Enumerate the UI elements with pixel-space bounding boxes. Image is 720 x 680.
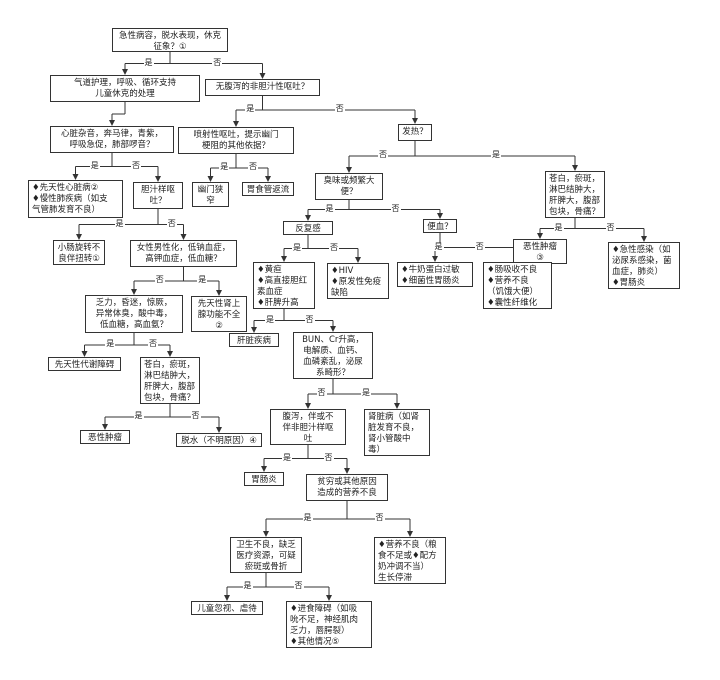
node-n7: ♦先天性心脏病② ♦慢性肺疾病（如支 气管肺发育不良） bbox=[28, 180, 123, 218]
edge-label-n23-n27: 是 bbox=[105, 339, 116, 348]
node-n26: BUN、Cr升高， 电解质、血钙、 血磷紊乱，泌尿 系畸形？ bbox=[293, 332, 373, 379]
node-n3: 无腹泻的非胆汁性呕吐？ bbox=[205, 79, 320, 96]
node-n20: ♦HIV ♦原发性免疫 缺陷 bbox=[327, 263, 389, 299]
node-n31: 恶性肿瘤 bbox=[80, 430, 130, 444]
node-n17: 恶性肿瘤 ③ bbox=[513, 239, 567, 264]
edge-label-n3-n6: 否 bbox=[334, 104, 345, 113]
node-n33: 胃肠炎 bbox=[244, 472, 284, 486]
edge-label-n1-n2: 是 bbox=[143, 57, 154, 67]
node-n24: 先天性肾上 腺功能不全 ② bbox=[191, 296, 247, 332]
node-n13: 小肠旋转不 良伴扭转① bbox=[53, 240, 105, 265]
node-n22: ♦肠吸收不良 ♦营养不良 （饥饿大便） ♦囊性纤维化 bbox=[483, 262, 552, 309]
node-n16: 便血？ bbox=[423, 219, 457, 233]
node-n8: 胆汁样呕 吐？ bbox=[133, 182, 183, 209]
edge-label-n15-n19: 是 bbox=[292, 242, 302, 252]
node-n28: 苍白，瘀斑， 淋巴结肿大， 肝脾大，腹部 包块，骨痛？ bbox=[140, 357, 200, 404]
edge-label-n35-n38: 否 bbox=[293, 581, 304, 590]
node-n30: 肾脏病（如肾 脏发育不良， 肾小管酸中 毒） bbox=[364, 409, 430, 456]
node-n38: ♦进食障碍（如吸 吮不足，神经肌肉 乏力，唇腭裂） ♦其他情况⑤ bbox=[286, 601, 372, 648]
edge-label-n14-n24: 是 bbox=[197, 275, 208, 284]
edge-label-n26-n30: 是 bbox=[361, 388, 371, 397]
node-n34: 贫穷或其他原因 造成的营养不良 bbox=[306, 474, 388, 501]
node-n21: ♦牛奶蛋白过敏 ♦细菌性胃肠炎 bbox=[397, 262, 473, 287]
edge-label-n8-n14: 否 bbox=[166, 218, 177, 228]
node-n23: 乏力，昏迷，惊厥， 异常体臭，酸中毒， 低血糖，高血氨？ bbox=[85, 295, 183, 333]
node-n5: 喷射性呕吐，提示幽门 梗阻的其他依据？ bbox=[178, 127, 294, 154]
edge-label-n12-n17: 是 bbox=[553, 222, 564, 232]
node-n18: ♦急性感染（如 泌尿系感染，菌 血症，肺炎） ♦胃肠炎 bbox=[608, 242, 680, 289]
edge-label-n1-n3: 否 bbox=[212, 57, 223, 67]
node-n29: 腹泻，伴或不 伴非胆汁样呕 吐 bbox=[270, 409, 346, 445]
edge-label-n12-n18: 否 bbox=[605, 222, 616, 232]
edge-label-n23-n28: 否 bbox=[148, 339, 158, 348]
edge-label-n4-n7: 是 bbox=[89, 160, 100, 170]
edge-label-n11-n16: 否 bbox=[390, 203, 401, 213]
edge-label-n6-n11: 否 bbox=[378, 150, 388, 159]
node-n6: 发热？ bbox=[398, 124, 432, 141]
node-n27: 先天性代谢障碍 bbox=[48, 357, 121, 371]
edge-label-n16-n21: 是 bbox=[433, 241, 444, 251]
node-n37: 儿童忽视、虐待 bbox=[191, 601, 263, 615]
node-n9: 幽门狭窄 ② bbox=[192, 182, 229, 207]
edge-label-n34-n36: 否 bbox=[374, 513, 385, 522]
edge-label-n3-n5: 是 bbox=[245, 104, 256, 113]
edge-label-n28-n32: 否 bbox=[190, 411, 201, 420]
edge-label-n28-n31: 是 bbox=[133, 411, 144, 420]
node-n4: 心脏杂音，奔马律，青紫， 呼吸急促，肺部啰音？ bbox=[50, 126, 174, 153]
edge-label-n19-n26: 否 bbox=[304, 314, 315, 324]
edge-label-n16-n22: 否 bbox=[474, 241, 485, 251]
node-n14: 女性男性化，低钠血症， 高钾血症，低血糖？ bbox=[130, 240, 237, 267]
edge-label-n8-n13: 是 bbox=[114, 218, 125, 228]
edge-label-n19-n25: 是 bbox=[265, 314, 275, 324]
node-n35: 卫生不良，缺乏 医疗资源，可疑 瘀斑或骨折 bbox=[230, 537, 302, 573]
edge-label-n35-n37: 是 bbox=[242, 581, 253, 590]
edge-label-n34-n35: 是 bbox=[302, 513, 313, 522]
edge-label-n15-n20: 否 bbox=[329, 242, 339, 252]
node-n2: 气道护理，呼吸、循环支持 儿童休克的处理 bbox=[50, 75, 200, 102]
edge-label-n29-n33: 是 bbox=[282, 452, 292, 462]
edge-label-n4-n8: 否 bbox=[131, 160, 141, 170]
node-n19: ♦黄疸 ♦高直接胆红 素血症 ♦肝脾升高 bbox=[253, 262, 315, 309]
node-n11: 臭味或频繁大 便？ bbox=[315, 173, 383, 200]
node-n10: 胃食管返流 bbox=[242, 182, 294, 196]
edge-label-n6-n12: 是 bbox=[491, 150, 501, 159]
edge-label-n14-n23: 否 bbox=[154, 275, 165, 284]
node-n1: 急性病容，脱水表现，休克征象？① bbox=[112, 28, 228, 52]
node-n25: 肝脏疾病 bbox=[229, 333, 279, 347]
edge-label-n26-n29: 否 bbox=[316, 388, 327, 397]
edge-label-n5-n9: 是 bbox=[219, 162, 230, 171]
node-n32: 脱水（不明原因）④ bbox=[176, 433, 262, 447]
edge-label-n29-n34: 否 bbox=[323, 452, 334, 462]
node-n15: 反复感染？ bbox=[283, 221, 333, 235]
edge-label-n5-n10: 否 bbox=[248, 162, 258, 171]
node-n36: ♦营养不良（粮 食不足或♦配方 奶冲调不当） 生长停滞 bbox=[374, 537, 446, 584]
node-n12: 苍白，瘀斑， 淋巴结肿大， 肝脾大，腹部 包块，骨痛？ bbox=[545, 171, 605, 218]
edge-label-n11-n15: 是 bbox=[324, 203, 335, 213]
